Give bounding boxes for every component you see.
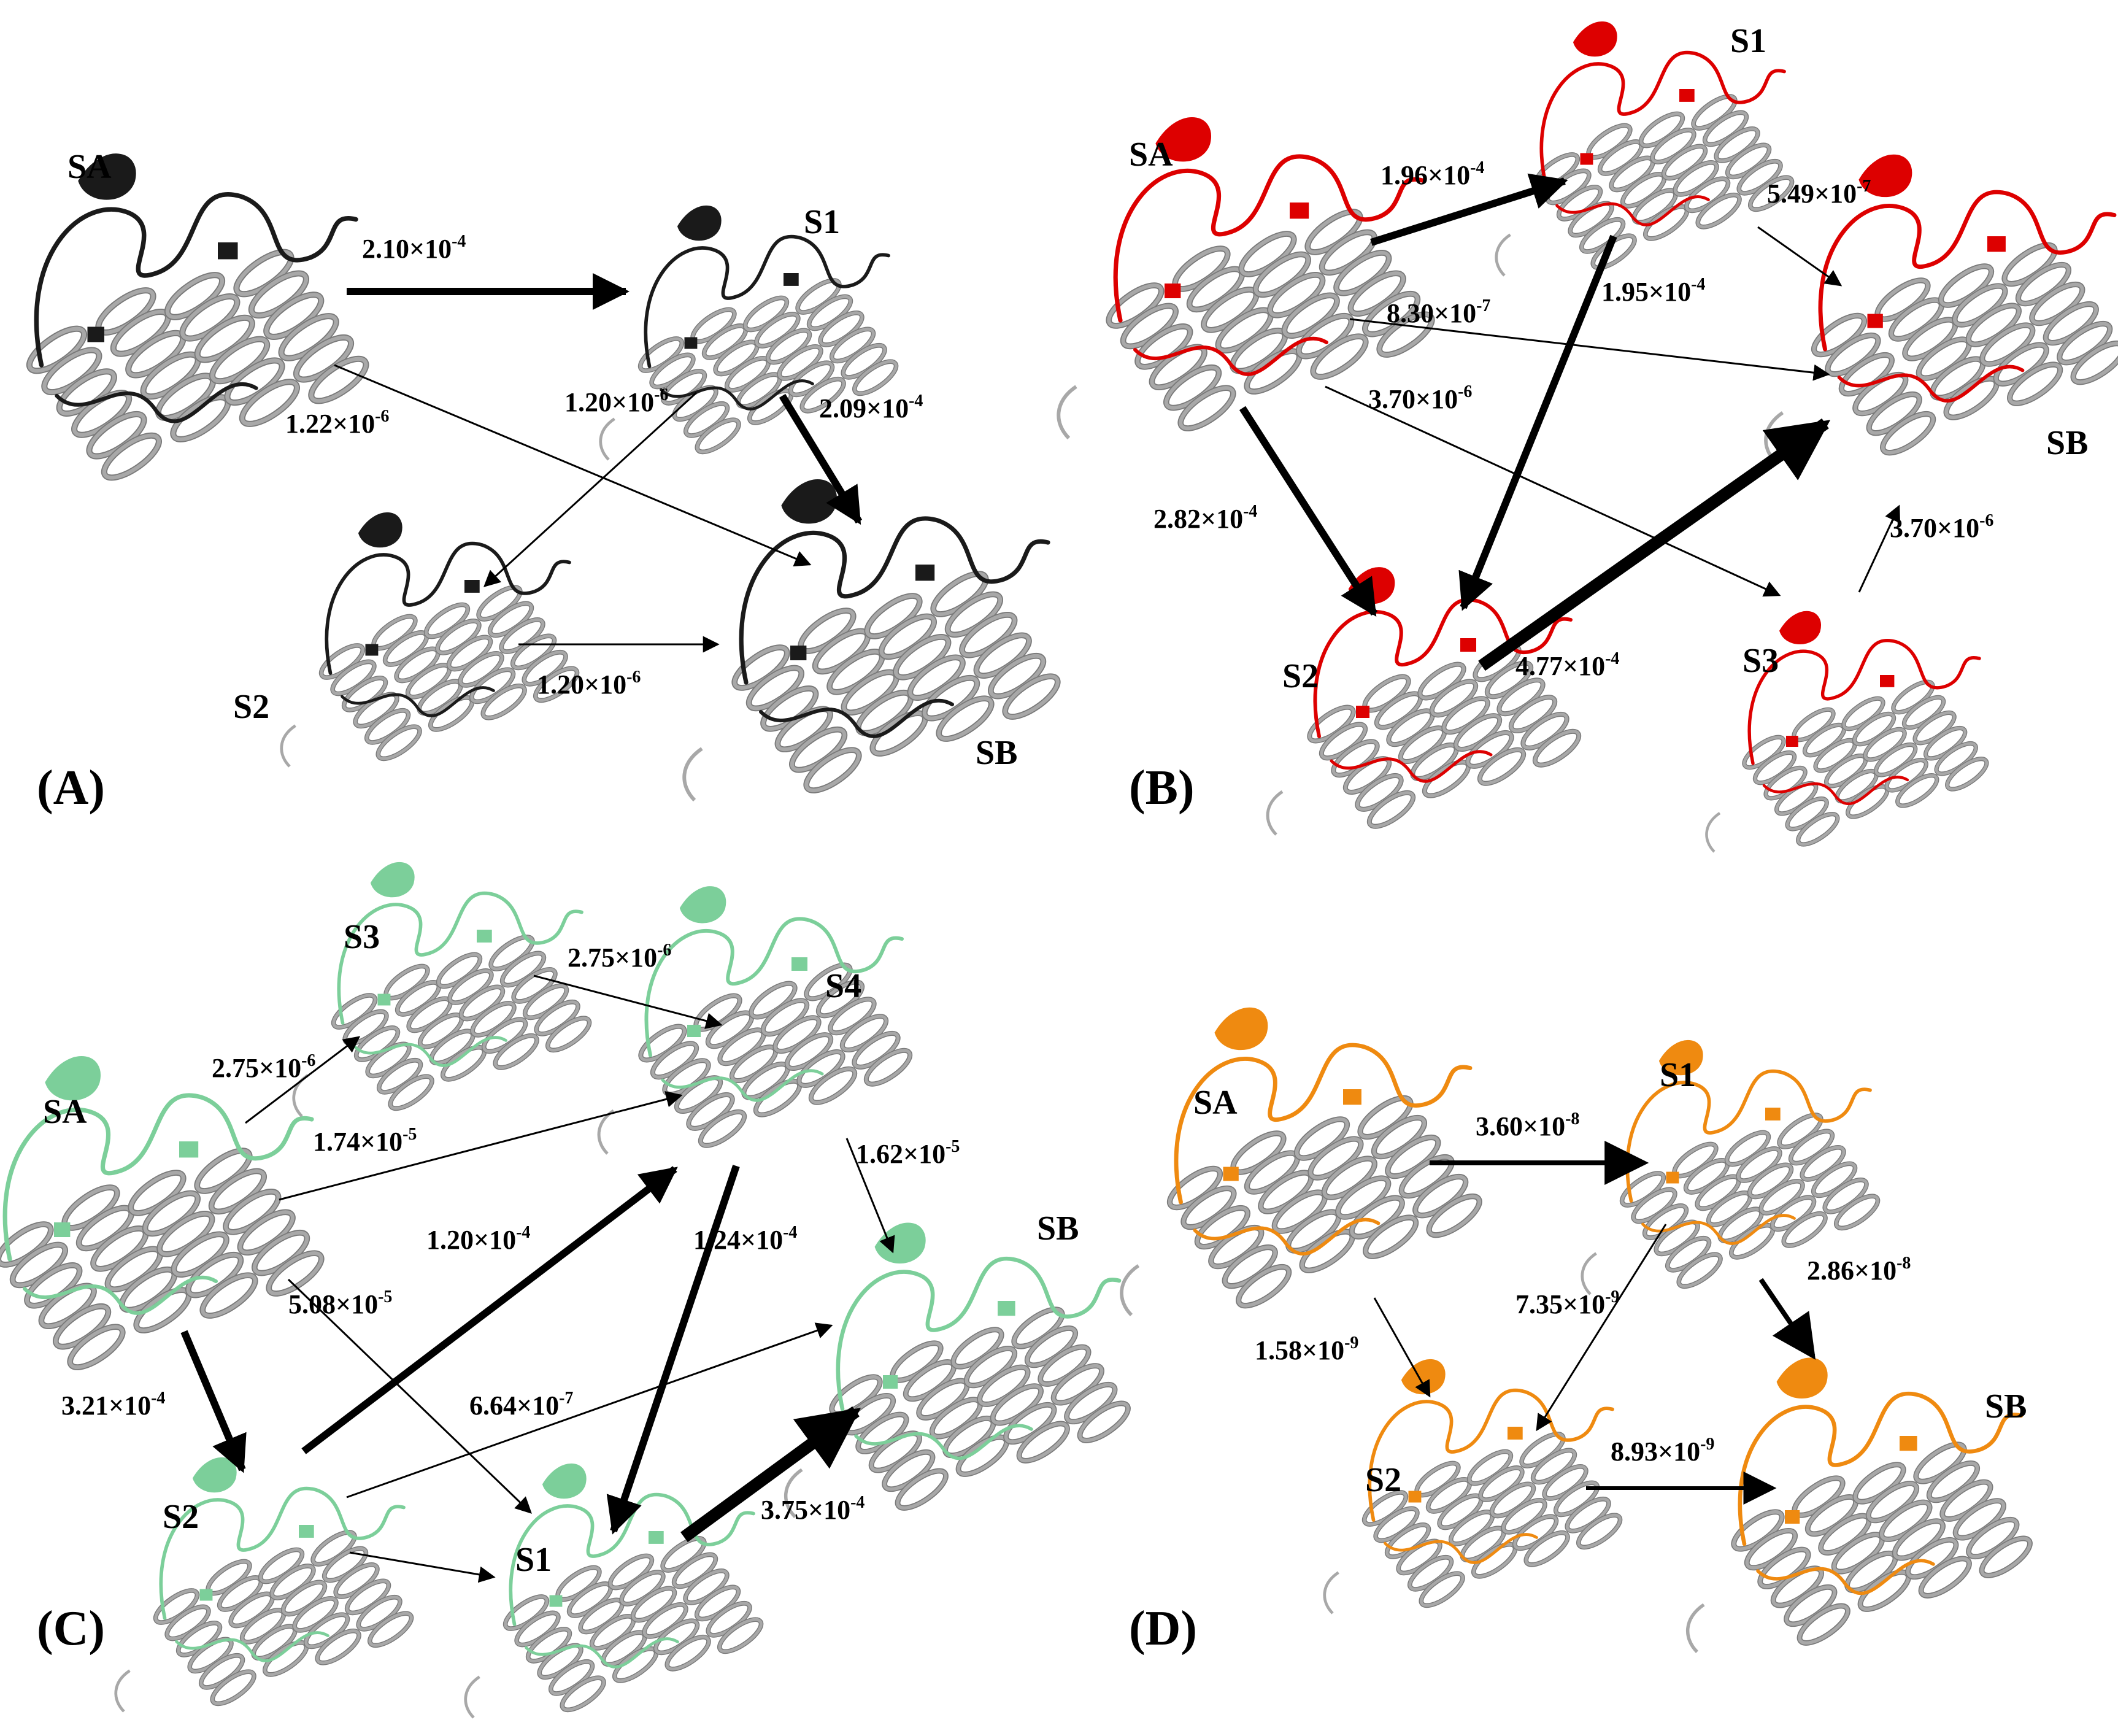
protein-structure-d-sa (1120, 1007, 1482, 1317)
rate-label-b-s3-sb: 3.70×10-6 (1890, 511, 1993, 543)
rate-label-c-s3-s4: 2.75×10-6 (568, 941, 671, 973)
panel-label-b: (B) (1129, 761, 1195, 815)
state-label-b-s1: S1 (1730, 22, 1766, 60)
transition-arrow-d-sa-s2 (1373, 1297, 1431, 1398)
state-label-c-s1: S1 (515, 1541, 552, 1579)
protein-structure-d-s2 (1323, 1359, 1623, 1614)
rate-label-c-sa-s3: 2.75×10-6 (212, 1051, 315, 1083)
rate-label-c-s4-sb: 1.62×10-5 (856, 1137, 960, 1169)
state-label-b-sa: SA (1129, 136, 1173, 174)
state-label-c-sb: SB (1037, 1209, 1079, 1248)
state-label-d-sb: SB (1985, 1387, 2027, 1425)
transition-arrow-c-s1-sb (680, 1406, 861, 1543)
state-label-b-s2: S2 (1282, 657, 1319, 695)
protein-structure-b-s2 (1266, 567, 1582, 836)
rate-label-b-sa-s1: 1.96×10-4 (1381, 158, 1484, 190)
protein-structure-c-s4 (597, 886, 913, 1155)
protein-structure-d-sb (1685, 1357, 2033, 1653)
transition-arrow-c-s2-sb (346, 1322, 833, 1499)
state-label-a-s2: S2 (233, 688, 269, 726)
protein-structure-b-sb (1764, 154, 2118, 464)
state-label-d-sa: SA (1193, 1084, 1238, 1122)
rate-label-c-sa-s4: 1.74×10-5 (313, 1125, 417, 1157)
panel-label-c: (C) (37, 1602, 105, 1656)
transition-arrow-c-s2-s4 (301, 1166, 678, 1454)
protein-structure-c-sa (0, 1056, 325, 1370)
rate-label-c-sa-s2: 3.21×10-4 (61, 1389, 165, 1421)
transition-arrow-a-s1-s2 (483, 392, 698, 587)
protein-structure-d-s1 (1581, 1040, 1881, 1295)
transition-arrow-b-s3-sb (1858, 504, 1901, 593)
transition-arrow-b-sa-sb (1349, 318, 1830, 381)
rate-label-d-sa-s2: 1.58×10-9 (1255, 1333, 1358, 1365)
rate-label-b-s1-sb: 5.49×10-7 (1767, 177, 1871, 209)
rate-label-c-s1-sb: 3.75×10-4 (761, 1493, 865, 1525)
rate-label-d-s1-s2: 7.35×10-9 (1515, 1287, 1619, 1319)
protein-structure-a-sb (682, 479, 1061, 802)
state-label-b-sb: SB (2046, 424, 2089, 462)
panel-label-a: (A) (37, 761, 105, 815)
transition-arrow-c-s4-s1 (606, 1165, 740, 1535)
transition-arrow-c-sa-s4 (279, 1091, 683, 1201)
panel-label-d: (D) (1129, 1602, 1197, 1656)
transition-arrow-b-sa-s3 (1325, 385, 1781, 597)
protein-structure-c-s2 (114, 1457, 414, 1713)
rate-label-b-s2-sb: 4.77×10-4 (1515, 649, 1619, 681)
transition-arrow-b-s1-sb (1757, 226, 1843, 287)
transition-arrow-c-sa-s1 (287, 1278, 532, 1514)
protein-structure-b-s1 (1495, 21, 1795, 277)
state-label-c-s2: S2 (163, 1498, 199, 1536)
rate-label-d-s2-sb: 8.93×10-9 (1611, 1435, 1714, 1467)
rate-label-d-sa-s1: 3.60×10-8 (1476, 1109, 1579, 1141)
state-label-a-sb: SB (976, 734, 1018, 772)
state-label-c-s3: S3 (344, 918, 380, 956)
state-label-c-sa: SA (43, 1093, 87, 1131)
transition-arrow-c-s4-sb (845, 1138, 895, 1254)
transition-arrow-c-sa-s2 (180, 1330, 247, 1473)
rate-label-a-s1-sb: 2.09×10-4 (819, 392, 923, 423)
rate-label-b-sa-s3: 3.70×10-6 (1368, 382, 1472, 414)
state-label-a-sa: SA (67, 148, 112, 186)
transition-arrow-d-s1-s2 (1536, 1224, 1667, 1432)
rate-label-a-s1-s2: 1.20×10-6 (564, 385, 668, 417)
protein-structure-b-s3 (1705, 611, 1989, 853)
transition-arrow-a-sa-sb (334, 364, 812, 567)
protein-structures-layer (0, 21, 2118, 1719)
rate-label-d-s1-sb: 2.86×10-8 (1807, 1254, 1911, 1286)
rate-label-c-sa-s1: 5.08×10-5 (288, 1287, 392, 1319)
rate-label-a-s2-sb: 1.20×10-6 (537, 668, 641, 700)
transition-arrow-c-sa-s3 (245, 1036, 361, 1124)
transition-arrow-b-s1-s2 (1458, 234, 1617, 611)
state-label-d-s1: S1 (1660, 1056, 1696, 1094)
rate-label-b-s1-s2: 1.95×10-4 (1601, 275, 1705, 307)
transition-arrow-c-s2-s1 (349, 1551, 496, 1583)
transition-arrow-b-s2-sb (1478, 418, 1831, 671)
protein-structure-c-s3 (292, 862, 592, 1117)
transition-arrow-d-s1-sb (1758, 1278, 1816, 1360)
rate-label-c-s4-s1: 1.24×10-4 (693, 1223, 797, 1255)
transition-arrow-b-sa-s2 (1239, 406, 1378, 617)
transition-arrows-layer (180, 173, 1901, 1583)
text-labels-layer: 2.10×10-4 1.22×10-6 1.20×10-6 2.09×10-4 1.20… (37, 22, 2089, 1656)
transition-arrow-b-sa-s1 (1370, 173, 1568, 246)
state-label-b-s3: S3 (1743, 642, 1779, 680)
state-label-d-s2: S2 (1365, 1461, 1401, 1499)
rate-label-a-sa-sb: 1.22×10-6 (285, 407, 389, 439)
protein-structure-a-sa (26, 153, 369, 481)
protein-structure-a-s2 (280, 512, 580, 768)
protein-structure-a-s1 (599, 206, 899, 461)
rate-label-b-sa-sb: 8.30×10-7 (1387, 296, 1490, 328)
protein-structure-c-s1 (464, 1464, 764, 1719)
rate-label-c-s2-s4: 1.20×10-4 (426, 1223, 530, 1255)
transition-arrow-a-s1-sb (779, 393, 863, 525)
rate-label-a-sa-s1: 2.10×10-4 (362, 232, 466, 264)
transition-arrow-c-s3-s4 (533, 974, 723, 1029)
state-label-c-s4: S4 (825, 967, 861, 1005)
protein-structure-c-sb (784, 1222, 1131, 1518)
state-label-a-s1: S1 (804, 203, 840, 241)
rate-label-b-sa-s2: 2.82×10-4 (1153, 502, 1257, 534)
rate-label-c-s2-sb: 6.64×10-7 (469, 1389, 573, 1421)
